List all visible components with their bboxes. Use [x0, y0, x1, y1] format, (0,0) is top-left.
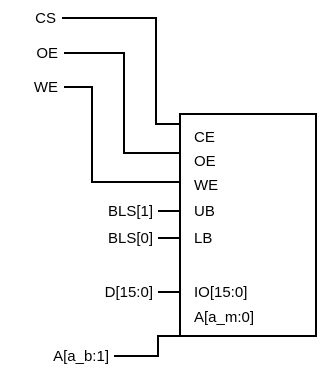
- we-label: WE: [34, 79, 58, 96]
- addr-wire: [114, 335, 180, 357]
- cs-wire: [62, 17, 180, 125]
- memory-chip-block: [179, 113, 317, 337]
- pin-ce: CE: [194, 129, 215, 146]
- we-wire: [64, 86, 180, 183]
- address-bus-label: A[a_b:1]: [53, 348, 109, 365]
- bls1-label: BLS[1]: [108, 203, 153, 220]
- pin-io: IO[15:0]: [194, 284, 247, 301]
- pin-lb: LB: [194, 230, 212, 247]
- pin-ub: UB: [194, 203, 215, 220]
- pin-oe: OE: [194, 153, 216, 170]
- oe-label: OE: [36, 45, 58, 62]
- pin-addr: A[a_m:0]: [194, 309, 254, 326]
- oe-wire: [64, 52, 180, 154]
- bls0-label: BLS[0]: [108, 230, 153, 247]
- cs-label: CS: [35, 10, 56, 27]
- data-bus-label: D[15:0]: [105, 284, 153, 301]
- pin-we: WE: [194, 177, 218, 194]
